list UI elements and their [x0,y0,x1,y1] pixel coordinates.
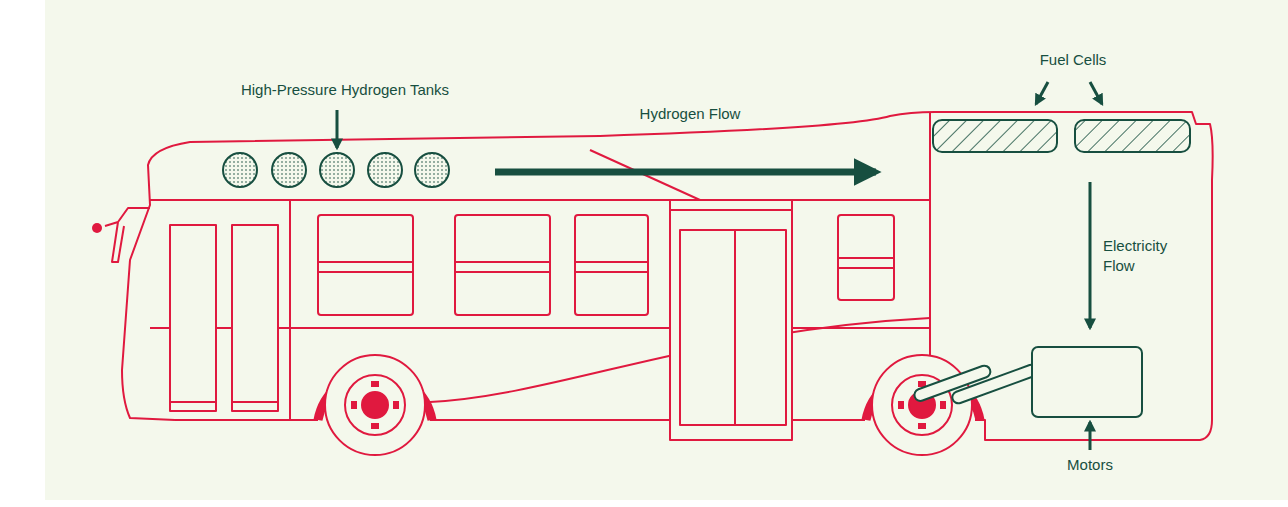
part-label: Fuel Cells [1040,50,1107,70]
part-label: Electricity Flow [1103,236,1181,277]
part-label: Hydrogen Flow [640,104,741,124]
part-label: High-Pressure Hydrogen Tanks [241,80,449,100]
part-label: Motors [1067,455,1113,475]
